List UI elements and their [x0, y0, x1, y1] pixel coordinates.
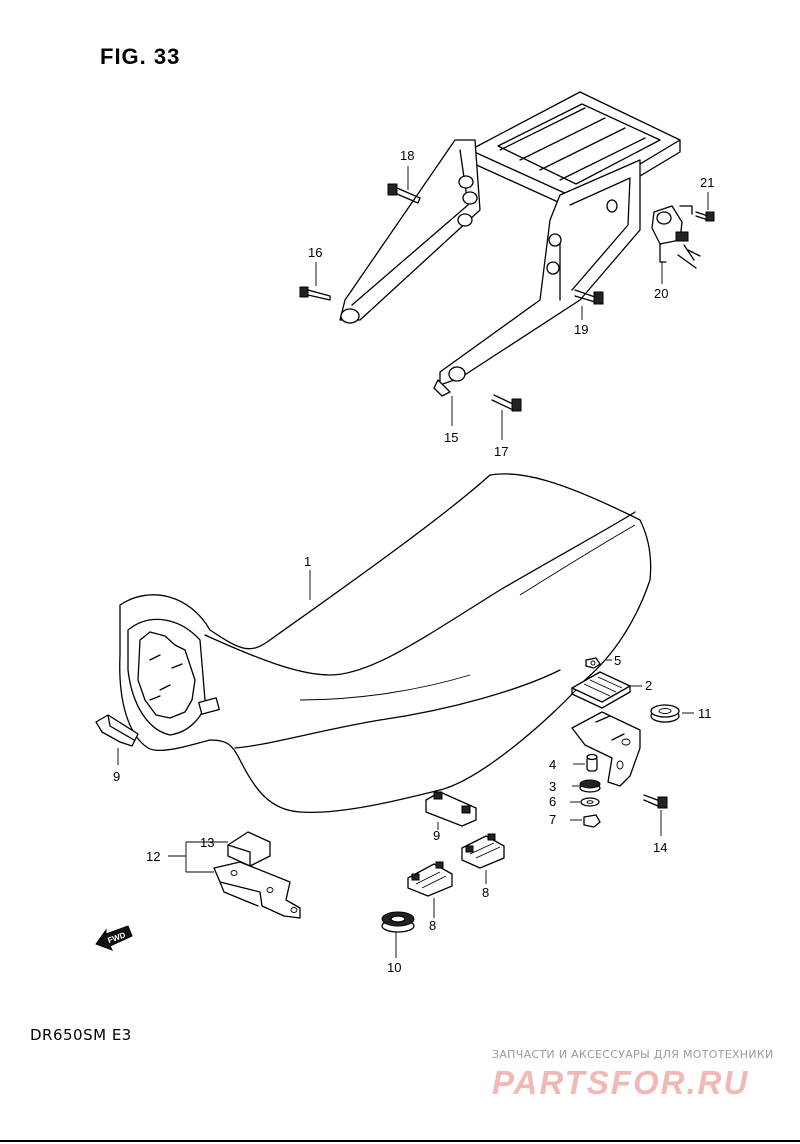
callout-3: 3 — [549, 779, 556, 794]
seat — [119, 473, 652, 814]
fwd-arrow-icon: FWD — [95, 925, 133, 951]
rear-carrier — [339, 91, 681, 397]
cushion-10 — [381, 911, 415, 933]
seat-bracket-right — [571, 711, 641, 787]
callout-7: 7 — [549, 812, 556, 827]
callout-14: 14 — [653, 840, 667, 855]
callout-9-center: 9 — [433, 828, 440, 843]
bottom-border — [0, 1140, 800, 1142]
nut-7 — [583, 814, 601, 828]
cushion-8-left — [407, 861, 453, 897]
callout-11: 11 — [698, 706, 712, 721]
watermark-logo: PARTSFOR.RU — [492, 1064, 750, 1101]
seat-bracket-assembly — [213, 831, 301, 919]
callout-15: 15 — [444, 430, 458, 445]
callout-17: 17 — [494, 444, 508, 459]
washer-6 — [580, 797, 600, 807]
callout-20: 20 — [654, 286, 668, 301]
bolt-17 — [491, 394, 522, 412]
watermark-tagline: ЗАПЧАСТИ И АКСЕССУАРЫ ДЛЯ МОТОТЕХНИКИ — [492, 1048, 774, 1061]
cushion-8-right — [461, 833, 505, 869]
bolt-16 — [299, 286, 331, 301]
callout-19: 19 — [574, 322, 588, 337]
callout-8-left: 8 — [429, 918, 436, 933]
spacer-4 — [586, 753, 598, 772]
cushion-9-left — [95, 714, 139, 747]
callout-4: 4 — [549, 757, 556, 772]
nut-5 — [585, 657, 601, 669]
callout-2: 2 — [645, 678, 652, 693]
bolt-14 — [643, 794, 668, 809]
model-code: DR650SM E3 — [30, 1026, 132, 1044]
seat-lock — [651, 205, 701, 269]
figure-title: FIG. 33 — [100, 44, 181, 69]
bolt-18 — [387, 183, 421, 204]
callout-labels: 1 2 3 4 5 6 7 8 8 9 9 10 11 12 13 14 15 … — [113, 148, 714, 975]
cushion-9-center — [425, 791, 477, 827]
callout-leaders — [117, 166, 709, 958]
callout-1: 1 — [304, 554, 311, 569]
callout-6: 6 — [549, 794, 556, 809]
cushion-11 — [650, 704, 680, 723]
callout-16: 16 — [308, 245, 322, 260]
callout-21: 21 — [700, 175, 714, 190]
callout-5: 5 — [614, 653, 621, 668]
callout-10: 10 — [387, 960, 401, 975]
callout-8-right: 8 — [482, 885, 489, 900]
screw-21 — [695, 211, 715, 222]
callout-18: 18 — [400, 148, 414, 163]
bolt-19 — [574, 289, 604, 305]
washer-3 — [579, 779, 601, 793]
callout-9-left: 9 — [113, 769, 120, 784]
callout-13: 13 — [200, 835, 214, 850]
callout-12: 12 — [146, 849, 160, 864]
